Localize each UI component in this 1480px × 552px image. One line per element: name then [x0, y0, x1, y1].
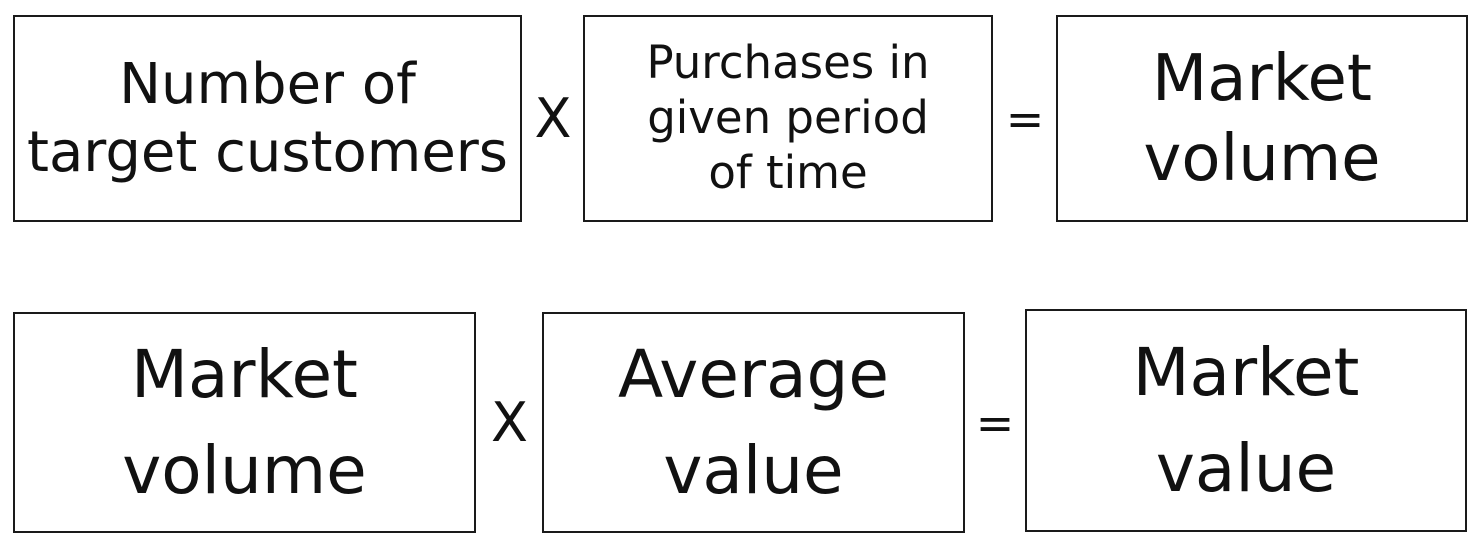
target-customers-label: Number of target customers [27, 52, 508, 185]
equals-operator: = [975, 395, 1015, 450]
multiply-operator: X [491, 391, 528, 454]
purchases-period-label: Purchases in given period of time [646, 36, 930, 199]
average-value-label: Average value [617, 335, 890, 509]
average-value-box: Average value [542, 312, 965, 533]
purchases-period-box: Purchases in given period of time [583, 15, 993, 222]
market-volume-result-box: Market volume [1056, 15, 1468, 222]
market-volume-box: Market volume [13, 312, 476, 533]
market-volume-label: Market volume [122, 335, 367, 509]
multiply-operator: X [534, 87, 572, 150]
target-customers-box: Number of target customers [13, 15, 522, 222]
equals-operator: = [1005, 91, 1045, 146]
market-value-result-box: Market value [1025, 309, 1467, 532]
market-value-result-label: Market value [1132, 333, 1360, 507]
market-volume-result-label: Market volume [1143, 41, 1381, 196]
